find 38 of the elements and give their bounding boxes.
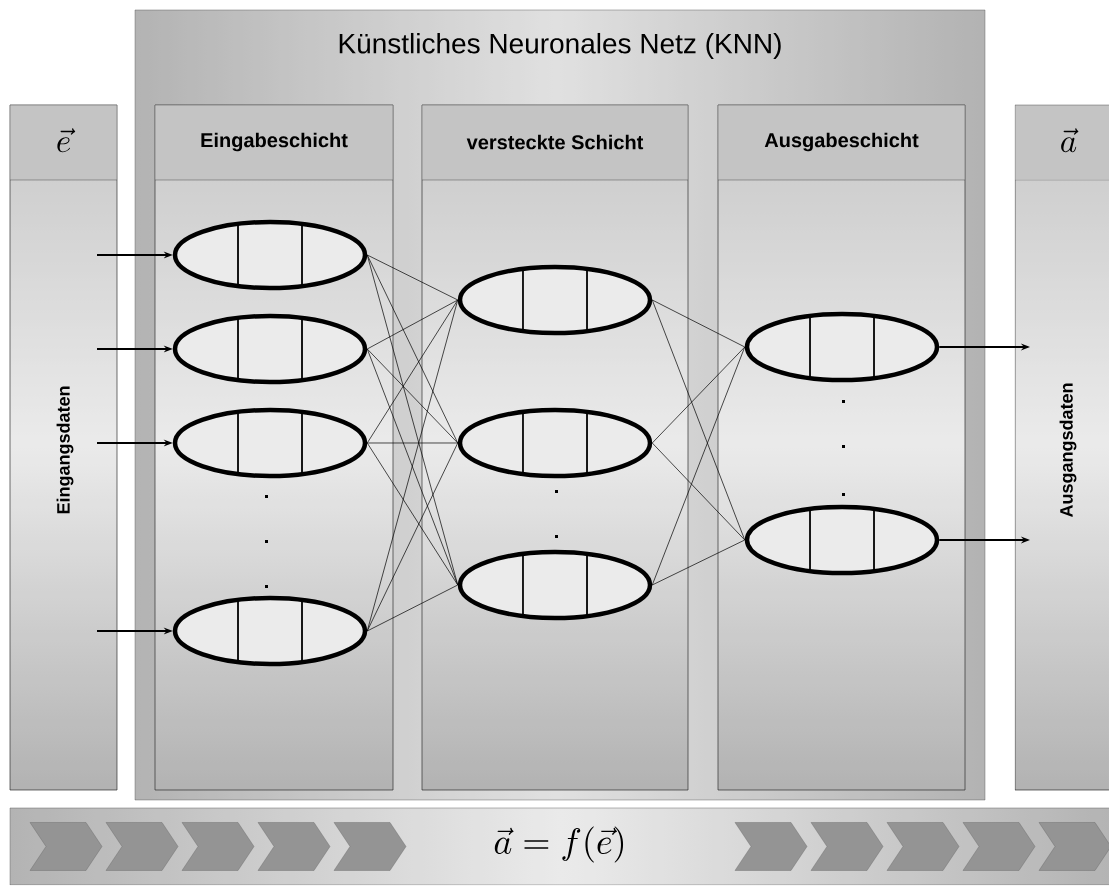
- neuron-ellipse: [744, 504, 940, 576]
- column-heading: versteckte Schicht: [466, 134, 644, 150]
- connection-line: [366, 348, 459, 444]
- connection-line: [651, 539, 746, 586]
- connection-line: [366, 442, 459, 586]
- vector-symbol: $\vec{e}$: [57, 128, 76, 153]
- connection-line: [366, 299, 459, 632]
- column-panel: [1014, 104, 1109, 791]
- connection-line: [366, 299, 459, 350]
- formula: $\vec{a} = f(\vec{e})$: [494, 826, 624, 863]
- rotated-label: Eingangsdaten: [56, 386, 74, 514]
- connection-line: [651, 299, 746, 348]
- formula-band: [9, 807, 1109, 886]
- connection-line: [366, 442, 459, 632]
- column-heading: Ausgabeschicht: [764, 132, 919, 152]
- neuron-ellipse: [457, 549, 653, 621]
- connection-line: [366, 254, 459, 586]
- column-heading: Eingabeschicht: [201, 132, 348, 152]
- panel-title: Künstliches Neuronales Netz (KNN): [339, 32, 781, 60]
- connection-line: [366, 442, 459, 444]
- connection-line: [651, 442, 746, 541]
- connection-line: [366, 299, 459, 444]
- neuron-ellipse: [172, 595, 368, 667]
- connection-line: [651, 299, 746, 541]
- neuron-ellipse: [457, 407, 653, 479]
- connection-line: [651, 346, 746, 586]
- connection-line: [366, 254, 459, 444]
- neuron-ellipse: [172, 313, 368, 385]
- connection-line: [366, 254, 459, 301]
- neuron-ellipse: [744, 311, 940, 383]
- neuron-ellipse: [457, 264, 653, 336]
- neuron-ellipse: [172, 407, 368, 479]
- connection-line: [366, 584, 459, 632]
- rotated-label: Ausgangsdaten: [1059, 383, 1077, 518]
- vector-symbol: $\vec{a}$: [1061, 128, 1079, 153]
- connection-line: [651, 346, 746, 444]
- column-panel: [9, 104, 118, 791]
- neuron-ellipse: [172, 219, 368, 291]
